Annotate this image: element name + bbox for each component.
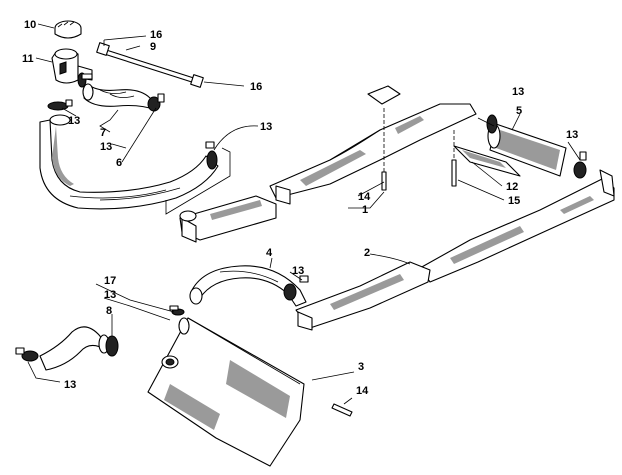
callout-1: 1: [362, 204, 368, 216]
front-coolant-hose: [39, 114, 219, 210]
callout-3: 3: [358, 361, 364, 373]
rear-hose-5: [487, 123, 567, 177]
callout-14-lower: 14: [356, 385, 369, 397]
radiator-cap: [54, 20, 82, 39]
bypass-hose: [82, 83, 157, 111]
hose-clamp-8: [105, 335, 119, 357]
hose-clamp-13-lower-left: [15, 347, 39, 362]
callout-11: 11: [22, 53, 34, 65]
callout-7: 7: [100, 127, 106, 139]
rivet-15: [451, 130, 457, 187]
callout-5: 5: [516, 105, 522, 117]
callout-8: 8: [106, 305, 112, 317]
rivet-14-lower: [331, 403, 353, 417]
callout-6: 6: [116, 157, 122, 169]
callout-16-top: 16: [150, 29, 162, 41]
callout-13-neck: 13: [68, 115, 80, 127]
rear-heat-exchanger: [419, 169, 615, 283]
radiator-inlet-fitting: [161, 355, 179, 369]
callout-13-tunnel: 13: [292, 265, 304, 277]
rivet-14-upper: [381, 171, 387, 191]
front-radiator-panel: [147, 317, 305, 467]
hose-clamp-6: [47, 99, 73, 111]
callout-10: 10: [24, 19, 36, 31]
hose-clamp-7a: [77, 72, 93, 88]
callout-13-rear-left: 13: [512, 86, 524, 98]
front-heat-exchanger: [179, 195, 277, 243]
callout-4: 4: [266, 247, 273, 259]
radiator-hose-8: [39, 326, 110, 371]
hose-clamp-17: [169, 305, 185, 316]
callout-13-front: 13: [104, 289, 116, 301]
callout-15: 15: [508, 195, 520, 207]
hose-clamp-6b: [205, 141, 218, 170]
lower-heat-exchanger: [295, 261, 431, 331]
deflector-bracket: [453, 145, 521, 177]
hose-clamp-5b: [573, 151, 587, 179]
top-heat-exchanger: [269, 103, 477, 205]
tunnel-coolant-hose: [189, 265, 307, 307]
callout-labels: 10 11 16 9 16 13 7 13 6 13 14 1 13 5 13 …: [22, 19, 578, 397]
callout-2: 2: [364, 247, 370, 259]
bypass-tube: [96, 42, 204, 88]
callout-13-rear-right: 13: [566, 129, 578, 141]
hose-clamp-5a: [486, 114, 498, 134]
callout-12: 12: [506, 181, 518, 193]
callout-13-lower-left: 13: [64, 379, 76, 391]
callout-17: 17: [104, 275, 116, 287]
callout-13-hose: 13: [100, 141, 112, 153]
callout-14-upper: 14: [358, 191, 371, 203]
callout-16-right: 16: [250, 81, 262, 93]
radiator-outlet-fitting: [178, 317, 190, 335]
leader-lines: [27, 23, 581, 405]
callout-13-bracket: 13: [260, 121, 272, 133]
callout-9: 9: [150, 41, 156, 53]
